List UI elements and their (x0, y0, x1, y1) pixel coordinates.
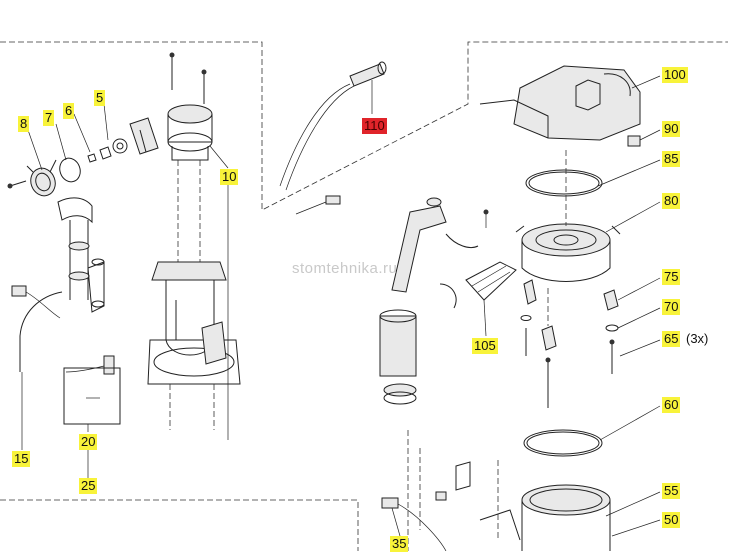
heating-element-part (279, 61, 387, 215)
top-bracket-part (479, 65, 641, 147)
callout-65[interactable]: 65 (662, 331, 681, 347)
callout-25[interactable]: 25 (79, 478, 98, 494)
seal-ring-85 (525, 169, 603, 197)
hose-and-elbow-parts (379, 197, 517, 405)
callout-15[interactable]: 15 (12, 451, 31, 467)
callout-65-quantity: (3x) (686, 331, 709, 346)
callout-105[interactable]: 105 (472, 338, 498, 354)
callout-70[interactable]: 70 (662, 299, 681, 315)
sensor-cable-parts (11, 285, 121, 425)
assembly-boundaries (0, 41, 728, 551)
right-leader-lines (391, 75, 661, 537)
pump-head-80 (515, 150, 621, 282)
callout-80[interactable]: 80 (662, 193, 681, 209)
o-ring-60 (523, 429, 603, 457)
callout-5[interactable]: 5 (94, 90, 106, 106)
pipe-assembly (19, 197, 105, 372)
callout-60[interactable]: 60 (662, 397, 681, 413)
callout-8[interactable]: 8 (18, 116, 30, 132)
callout-10[interactable]: 10 (220, 169, 239, 185)
watermark: stomtehnika.ru (292, 260, 398, 277)
callout-20[interactable]: 20 (79, 434, 98, 450)
callout-55[interactable]: 55 (662, 483, 681, 499)
base-housing (381, 448, 611, 552)
callout-75[interactable]: 75 (662, 269, 681, 285)
callout-7[interactable]: 7 (43, 110, 55, 126)
callout-90[interactable]: 90 (662, 121, 681, 137)
callout-100[interactable]: 100 (662, 67, 688, 83)
callout-110[interactable]: 110 (362, 118, 387, 134)
callout-85[interactable]: 85 (662, 151, 681, 167)
left-leader-lines (21, 103, 229, 478)
screws-and-washers (520, 279, 619, 408)
callout-35[interactable]: 35 (390, 536, 409, 552)
flange-and-gasket-parts (7, 117, 159, 197)
callout-6[interactable]: 6 (63, 103, 75, 119)
callout-50[interactable]: 50 (662, 512, 681, 528)
main-motor-unit (147, 52, 241, 430)
